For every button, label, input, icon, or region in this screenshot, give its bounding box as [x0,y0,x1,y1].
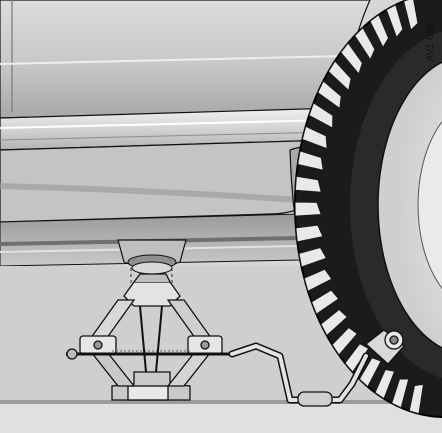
tire-tread-block [294,175,322,193]
sill-highlight [0,119,335,129]
skirt-shadow [0,183,301,203]
tire-tread-block [303,268,333,292]
ground-lower [0,404,442,433]
tire-tread-block [295,224,324,243]
jacking-point [117,239,187,275]
tire-tread-block [391,378,410,409]
lower-sill [0,139,331,223]
door-crease-line [0,55,346,65]
tire-tread-block [331,326,359,356]
jack-crank-handle-fill [230,344,368,402]
tire-tread-block [358,357,382,388]
tire-tread-block [298,246,328,268]
tire-tread-block [374,368,396,400]
tire-tread-block [297,150,324,171]
tire-tread-block [294,201,322,217]
tire-tread-block [403,0,419,32]
tire-tread-block [408,383,425,415]
ground-line [0,400,442,404]
tire-tread-block [327,60,352,92]
figure-code-text: AV1 096 [425,22,436,62]
sill-lower-line [0,131,332,141]
figure-code: AV1 096 [424,8,438,76]
scissor-jack [66,273,236,401]
tire-tread-block [308,102,334,129]
tire-tread-block [301,125,328,150]
tire-tread-block [354,26,376,61]
tire-tread-block [369,13,390,49]
tire-tread-block [320,308,349,337]
tire-tread-block [310,289,340,315]
crank-knuckle [297,329,405,407]
tire-tread-block [385,4,404,39]
tire [294,0,442,418]
tire-tread-block [340,42,363,76]
tire-tread-block [317,80,342,110]
